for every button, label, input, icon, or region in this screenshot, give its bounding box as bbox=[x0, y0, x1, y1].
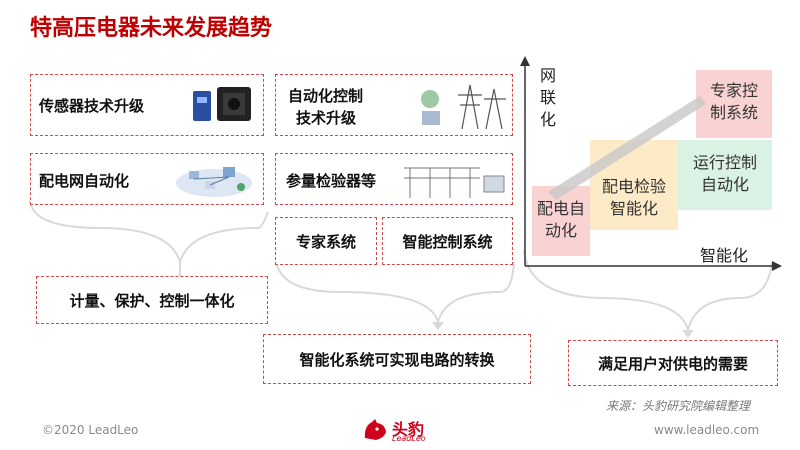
quadrant-3-line2: 自动化 bbox=[700, 175, 749, 194]
page-title: 特高压电器未来发展趋势 bbox=[30, 16, 273, 41]
automation-control-box: 自动化控制 技术升级 bbox=[275, 74, 513, 136]
parameter-tester-label: 参量检验器等 bbox=[286, 172, 377, 190]
automation-control-line2: 技术升级 bbox=[296, 109, 357, 127]
automation-control-line1: 自动化控制 bbox=[288, 87, 364, 105]
metering-protection-label: 计量、保护、控制一体化 bbox=[69, 292, 235, 310]
quadrant-4-line2: 制系统 bbox=[709, 103, 758, 122]
expert-system-box: 专家系统 bbox=[275, 217, 377, 265]
intelligent-control-box: 智能控制系统 bbox=[382, 217, 513, 265]
intelligent-control-label: 智能控制系统 bbox=[402, 233, 493, 251]
quadrant-distribution-automation: 配电自 动化 bbox=[532, 186, 590, 256]
sensor-upgrade-label: 传感器技术升级 bbox=[39, 97, 145, 115]
expert-system-label: 专家系统 bbox=[295, 233, 356, 251]
source-note: 来源：头豹研究院编辑整理 bbox=[606, 399, 751, 413]
intelligent-switching-box: 智能化系统可实现电路的转换 bbox=[263, 334, 531, 384]
distribution-automation-label: 配电网自动化 bbox=[39, 172, 130, 190]
sensor-upgrade-box: 传感器技术升级 bbox=[30, 74, 264, 136]
quadrant-2-line2: 智能化 bbox=[609, 199, 658, 218]
quadrant-2-line1: 配电检验 bbox=[601, 177, 666, 196]
metering-protection-box: 计量、保护、控制一体化 bbox=[36, 276, 268, 324]
grid-network-image bbox=[176, 167, 252, 197]
quadrant-1-line2: 动化 bbox=[544, 221, 577, 240]
website-url[interactable]: www.leadleo.com bbox=[654, 423, 760, 437]
quadrant-4-line1: 专家控 bbox=[709, 81, 758, 100]
quadrant-operation-control: 运行控制 自动化 bbox=[678, 140, 772, 210]
parameter-tester-box: 参量检验器等 bbox=[275, 153, 513, 205]
quadrant-3-line1: 运行控制 bbox=[692, 153, 757, 172]
user-supply-box: 满足用户对供电的需要 bbox=[568, 340, 778, 386]
y-axis-label-1: 网 bbox=[540, 66, 557, 85]
copyright: ©2020 LeadLeo bbox=[42, 423, 139, 437]
x-axis-label: 智能化 bbox=[700, 246, 749, 265]
transmission-tower-image bbox=[421, 84, 506, 130]
intelligent-switching-label: 智能化系统可实现电路的转换 bbox=[299, 351, 495, 369]
quadrant-inspection-intelligent: 配电检验 智能化 bbox=[590, 140, 678, 230]
brand-name: 头豹 bbox=[392, 420, 425, 439]
leopard-head-icon bbox=[364, 419, 386, 440]
quadrant-1-line1: 配电自 bbox=[536, 199, 585, 218]
substation-image bbox=[404, 167, 505, 198]
y-axis-label-3: 化 bbox=[540, 110, 557, 129]
distribution-automation-box: 配电网自动化 bbox=[30, 153, 264, 205]
brand-logo: 头豹 LeadLeo bbox=[362, 416, 442, 446]
sensor-device-image bbox=[193, 87, 251, 121]
y-axis-label-2: 联 bbox=[540, 88, 557, 107]
quadrant-expert-control: 专家控 制系统 bbox=[696, 70, 772, 138]
brand-sub: LeadLeo bbox=[392, 434, 426, 443]
user-supply-label: 满足用户对供电的需要 bbox=[597, 355, 748, 373]
